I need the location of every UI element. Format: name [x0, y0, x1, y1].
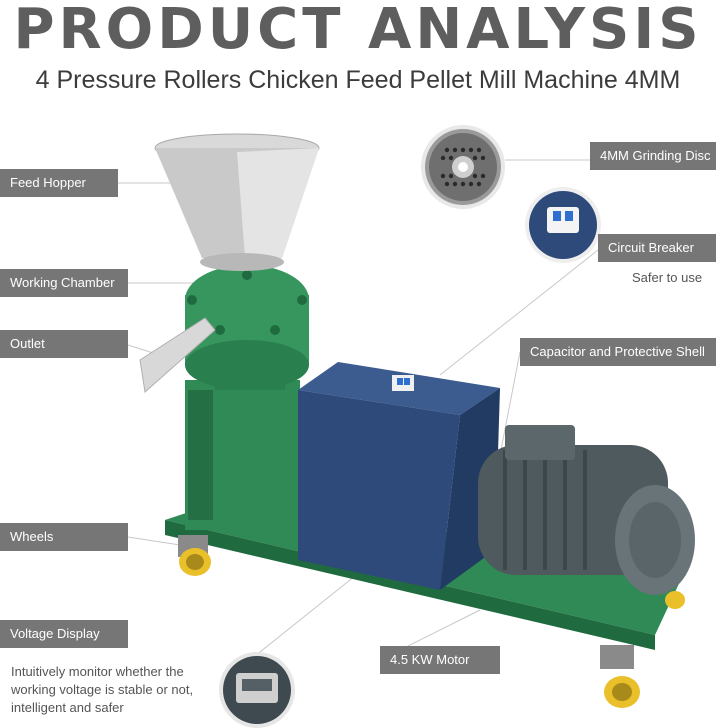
- label-voltage-display: Voltage Display: [0, 620, 128, 648]
- voltage-display-description: Intuitively monitor whether the working …: [11, 664, 194, 715]
- outlet-chute: [139, 317, 216, 393]
- circuit-breaker-image: [525, 187, 601, 263]
- wheel-image: [178, 535, 685, 708]
- grinding-disc-image: [421, 125, 505, 209]
- label-working-chamber: Working Chamber: [0, 269, 128, 297]
- label-outlet: Outlet: [0, 330, 128, 358]
- working-chamber-body: [185, 265, 309, 530]
- label-circuit-breaker: Circuit Breaker: [598, 234, 716, 262]
- label-motor: 4.5 KW Motor: [380, 646, 500, 674]
- feed-hopper-image: [154, 133, 320, 271]
- page-subtitle: 4 Pressure Rollers Chicken Feed Pellet M…: [35, 66, 681, 94]
- label-grinding-disc: 4MM Grinding Disc: [590, 142, 716, 170]
- protective-shell-image: [298, 362, 500, 590]
- voltage-display-image: [219, 652, 295, 728]
- page-title: PRODUCT ANALYSIS: [13, 0, 703, 62]
- circuit-breaker-description: Safer to use: [632, 270, 703, 285]
- motor-image: [478, 425, 695, 595]
- label-wheels: Wheels: [0, 523, 128, 551]
- label-capacitor-shell: Capacitor and Protective Shell: [520, 338, 716, 366]
- label-feed-hopper: Feed Hopper: [0, 169, 118, 197]
